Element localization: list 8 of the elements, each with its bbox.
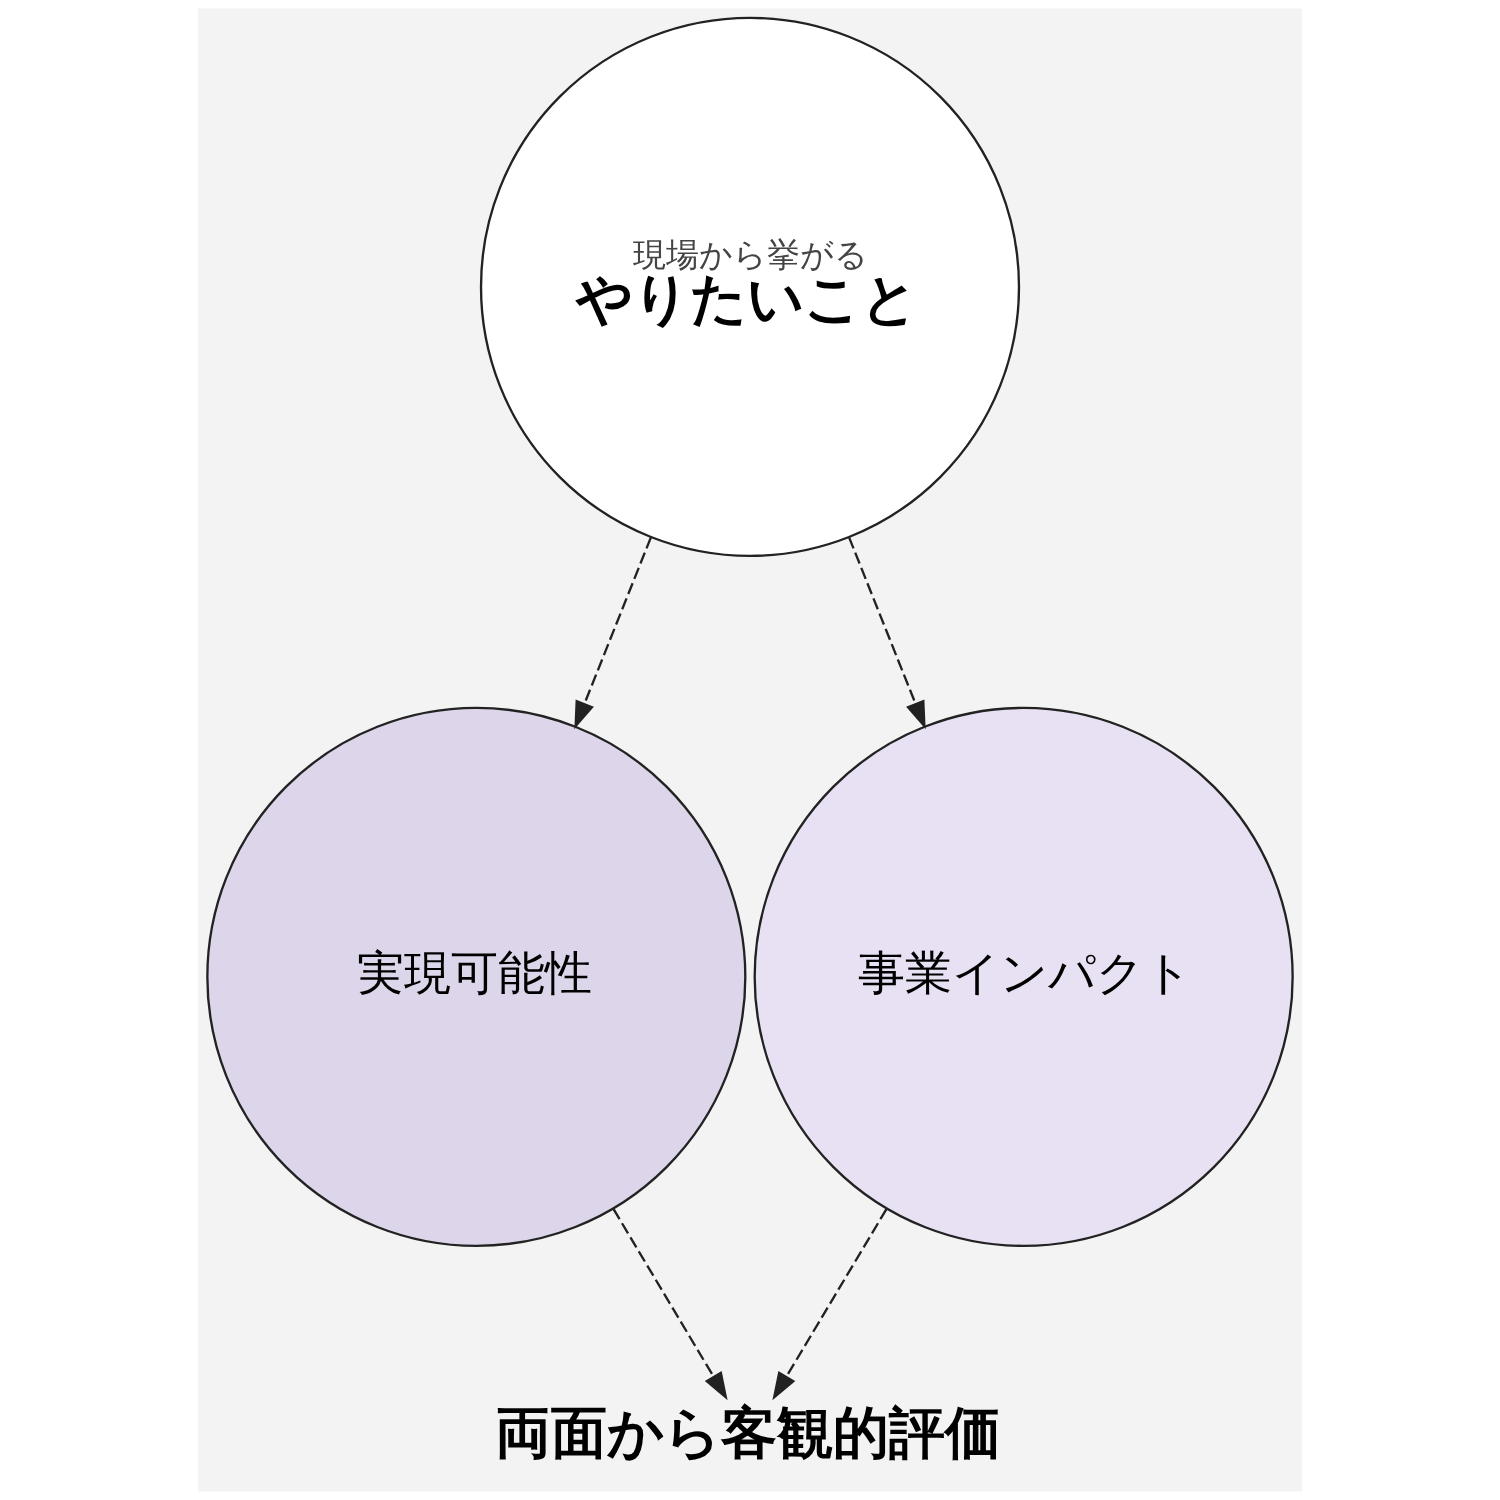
- arrow: [574, 537, 652, 730]
- node-circle: 事業インパクト: [753, 706, 1294, 1248]
- arrow: [612, 1208, 728, 1401]
- arrow: [848, 537, 926, 730]
- node-circle: 実現可能性: [206, 706, 747, 1248]
- arrow: [772, 1208, 888, 1401]
- node-circle: 現場から挙がる やりたいこと: [479, 16, 1021, 558]
- node-text: 両面から客観的評価: [495, 1400, 1002, 1466]
